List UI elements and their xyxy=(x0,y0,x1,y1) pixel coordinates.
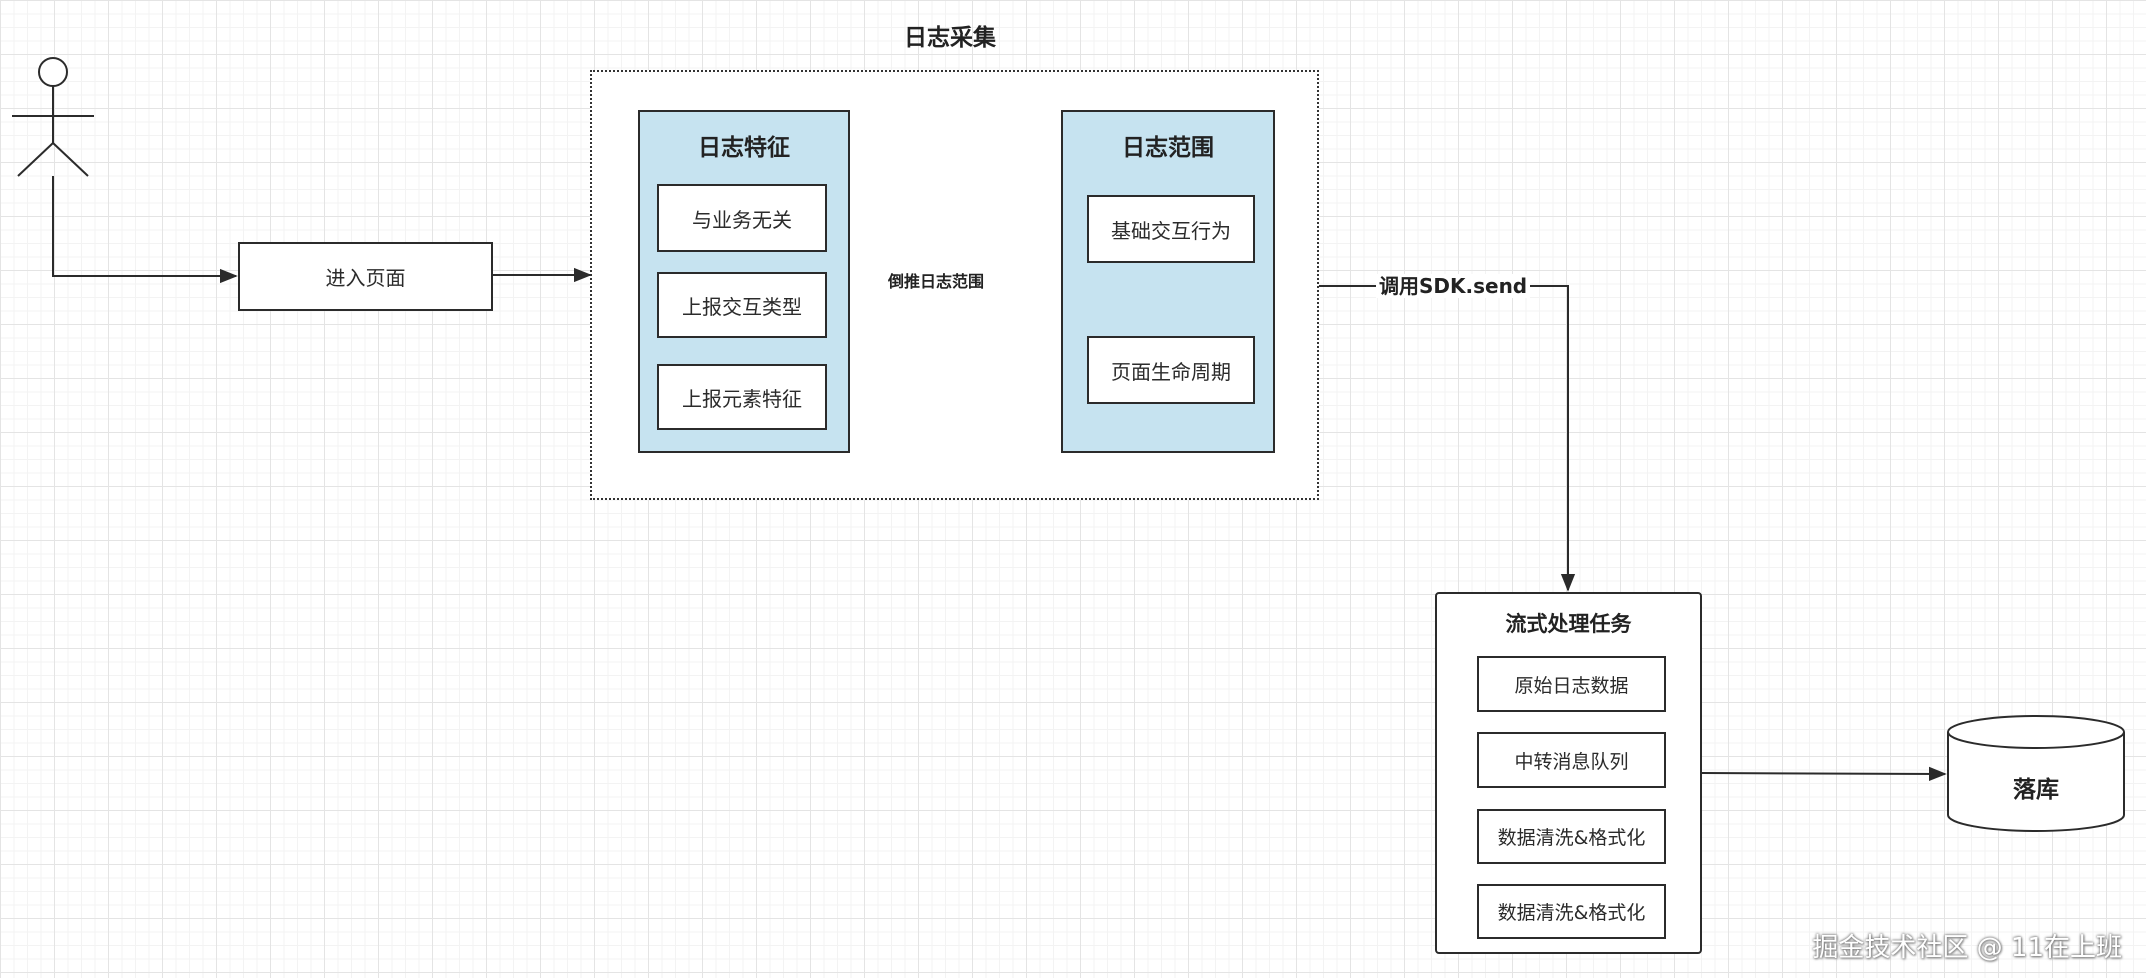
scope-item[interactable]: 基础交互行为 xyxy=(1087,195,1255,263)
feature-item-label: 上报交互类型 xyxy=(682,294,802,319)
feature-item-label: 上报元素特征 xyxy=(682,386,802,411)
group-title: 日志采集 xyxy=(904,25,996,51)
database-cylinder-icon xyxy=(1947,715,2125,832)
enter-page-label: 进入页面 xyxy=(325,266,406,290)
stream-step[interactable]: 数据清洗&格式化 xyxy=(1477,884,1666,939)
edge-group-to-stream xyxy=(1319,285,1576,592)
stream-step-label: 数据清洗&格式化 xyxy=(1497,902,1646,924)
stream-step-label: 数据清洗&格式化 xyxy=(1497,827,1646,849)
user-actor-icon xyxy=(12,57,94,177)
enter-page-node[interactable]: 进入页面 xyxy=(238,242,493,311)
stream-step-label: 中转消息队列 xyxy=(1514,750,1629,773)
storage-label[interactable]: 落库 xyxy=(2013,777,2059,803)
scope-item-label: 基础交互行为 xyxy=(1111,218,1231,243)
edge-actor-to-entry xyxy=(52,176,238,284)
log-scope-title: 日志范围 xyxy=(1122,135,1214,161)
edge-label-sdk-send: 调用SDK.send xyxy=(1376,274,1531,298)
edge-stream-to-storage xyxy=(1701,766,1947,782)
scope-item-label: 页面生命周期 xyxy=(1111,359,1231,384)
stream-processing-title: 流式处理任务 xyxy=(1505,612,1632,636)
edge-label-infer-scope: 倒推日志范围 xyxy=(885,272,988,292)
watermark: 掘金技术社区 @ 11在上班 xyxy=(1812,933,2122,963)
feature-item-label: 与业务无关 xyxy=(692,207,792,232)
feature-item[interactable]: 上报元素特征 xyxy=(657,364,827,430)
log-features-title: 日志特征 xyxy=(698,135,790,161)
stream-step-label: 原始日志数据 xyxy=(1514,674,1629,697)
stream-step[interactable]: 原始日志数据 xyxy=(1477,656,1666,712)
stream-step[interactable]: 数据清洗&格式化 xyxy=(1477,809,1666,864)
stream-step[interactable]: 中转消息队列 xyxy=(1477,732,1666,788)
scope-item[interactable]: 页面生命周期 xyxy=(1087,336,1255,404)
feature-item[interactable]: 上报交互类型 xyxy=(657,272,827,338)
feature-item[interactable]: 与业务无关 xyxy=(657,184,827,252)
